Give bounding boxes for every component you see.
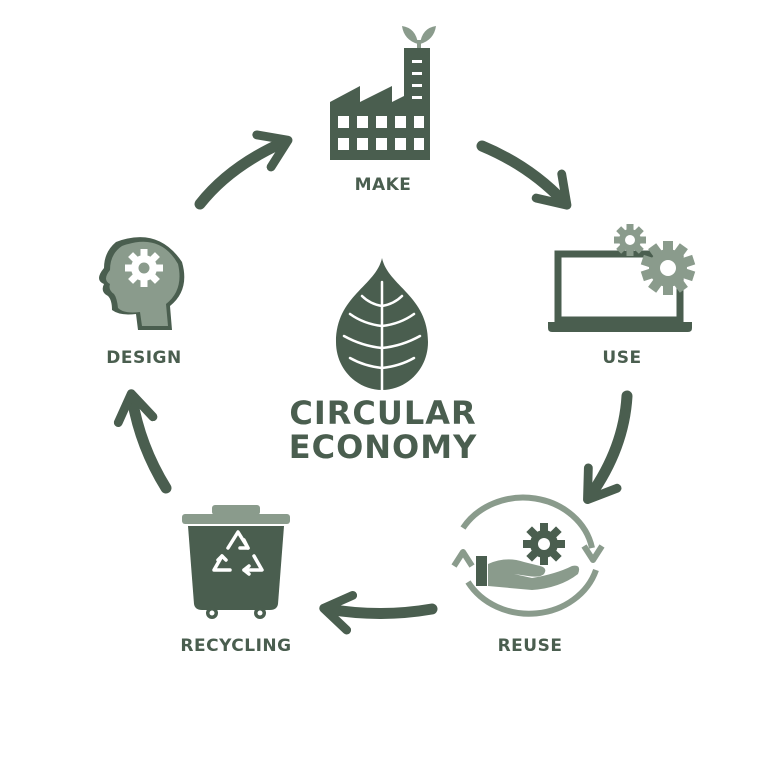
gear-icon [523, 523, 565, 565]
cycle-arrows [113, 130, 633, 635]
arrow-make-to-use [476, 140, 572, 210]
gear-small-icon [614, 224, 646, 256]
factory-icon [330, 26, 436, 160]
arrow-use-to-reuse [583, 390, 633, 504]
label-reuse: REUSE [498, 636, 563, 656]
label-use: USE [602, 348, 641, 368]
arrow-recycling-to-design [113, 389, 172, 494]
label-design: DESIGN [106, 348, 181, 368]
recycle-bin-icon [182, 505, 290, 619]
title-line-2: ECONOMY [289, 428, 478, 466]
label-make: MAKE [355, 175, 412, 195]
gear-icon [125, 249, 163, 287]
label-recycling: RECYCLING [180, 636, 291, 656]
leaf-icon [336, 258, 428, 392]
recycle-icon [212, 530, 264, 576]
title-line-1: CIRCULAR [289, 394, 476, 432]
hand-gear-cycle-icon [451, 494, 605, 617]
arrow-reuse-to-recycling [319, 591, 438, 635]
arrow-design-to-make [194, 130, 293, 210]
gear-large-icon [640, 241, 696, 295]
head-gear-icon [99, 237, 185, 330]
hand-icon [476, 556, 580, 590]
laptop-gears-icon [548, 224, 696, 332]
